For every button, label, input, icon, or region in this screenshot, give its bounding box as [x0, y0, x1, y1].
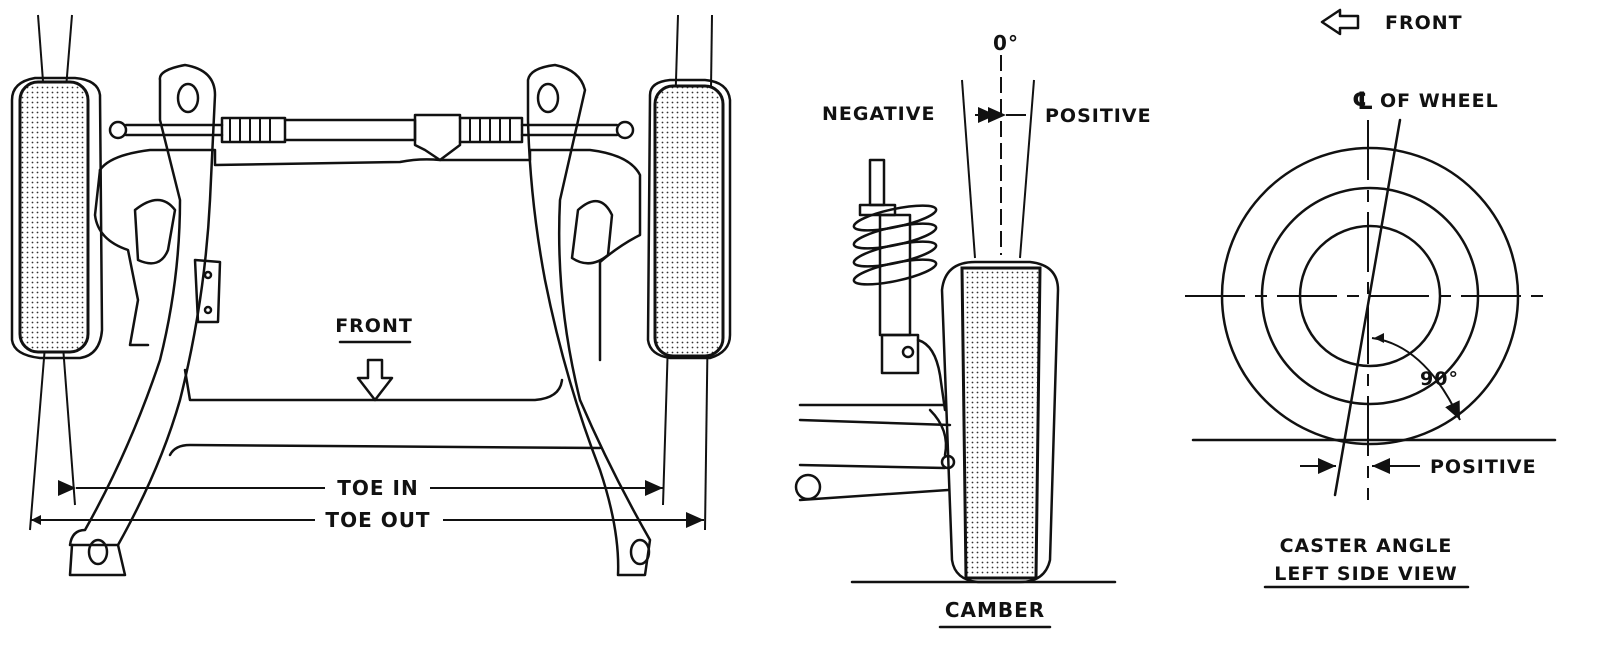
strut-assembly — [852, 158, 947, 412]
caster-caption-line1: CASTER ANGLE — [1280, 535, 1453, 557]
right-tire — [646, 78, 732, 360]
caster-caption-line2: LEFT SIDE VIEW — [1274, 563, 1457, 585]
camber-tire — [940, 260, 1060, 584]
toe-in-label: TOE IN — [337, 476, 418, 500]
ninety-degree-label: 90° — [1420, 368, 1459, 390]
steering-rack — [108, 113, 635, 162]
caster-front-label: FRONT — [1385, 12, 1463, 34]
centerline-symbol: ℄ — [1352, 87, 1375, 115]
camber-positive-label: POSITIVE — [1045, 105, 1152, 127]
camber-caption: CAMBER — [945, 598, 1045, 622]
caster-positive-label: POSITIVE — [1430, 456, 1537, 478]
toe-diagram: FRONT TOE IN TOE OUT — [10, 14, 732, 577]
toe-front-indicator: FRONT — [335, 315, 413, 402]
toe-front-label: FRONT — [335, 315, 413, 337]
toe-dimensions: TOE IN TOE OUT — [31, 476, 704, 532]
camber-zero-label: 0° — [993, 31, 1019, 55]
caster-diagram: FRONT ℄ OF WHEEL 90° POSITIVE CASTER ANG… — [1185, 8, 1557, 589]
camber-suspension-arms — [794, 403, 956, 502]
centerline-label: OF WHEEL — [1380, 90, 1499, 112]
negative-label: NEGATIVE — [822, 103, 935, 125]
camber-diagram: 0° NEGATIVE POSITIVE — [794, 31, 1152, 629]
right-control-arm — [526, 63, 652, 577]
toe-out-label: TOE OUT — [325, 508, 430, 532]
caster-front-arrow-icon — [1320, 8, 1360, 36]
left-tire — [10, 76, 104, 360]
left-control-arm — [68, 63, 217, 577]
front-arrow-icon — [356, 358, 394, 402]
